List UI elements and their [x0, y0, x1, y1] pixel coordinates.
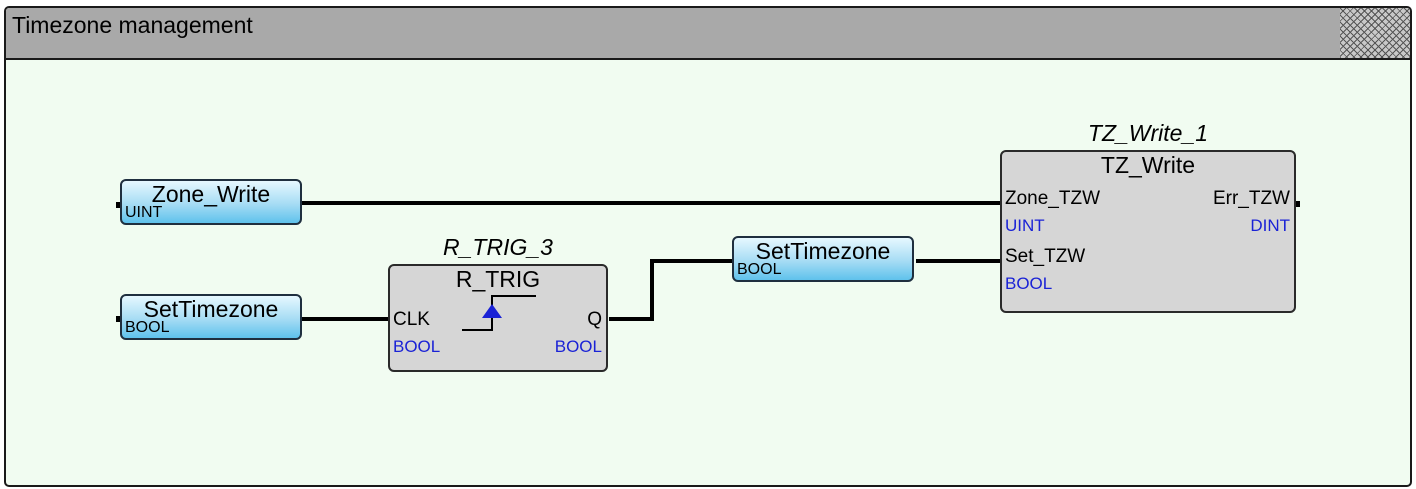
pin-q-type: BOOL — [554, 337, 602, 356]
block-type: R_TRIG — [455, 266, 541, 292]
variable-name: Zone_Write — [151, 181, 271, 207]
pin-q[interactable]: Q — [587, 309, 602, 330]
pin-clk[interactable]: CLK — [393, 309, 430, 330]
pin-stub — [116, 316, 120, 322]
variable-name: SetTimezone — [755, 238, 891, 264]
variable-settimezone-output[interactable]: SetTimezone BOOL — [732, 236, 914, 282]
wire-q-to-settimezone — [609, 259, 734, 321]
tz-write-instance-name: TZ_Write_1 — [1087, 120, 1209, 146]
pin-set-tzw-type: BOOL — [1005, 274, 1053, 293]
pin-err-tzw[interactable]: Err_TZW — [1212, 188, 1290, 209]
variable-zone-write[interactable]: Zone_Write UINT — [120, 179, 302, 225]
function-block-r-trig[interactable]: R_TRIG CLK BOOL Q BOOL — [388, 264, 608, 372]
diagram-frame: Timezone management Zone_Write UINT SetT… — [4, 6, 1412, 487]
block-type: TZ_Write — [1100, 152, 1196, 178]
pin-set-tzw[interactable]: Set_TZW — [1005, 246, 1086, 267]
pin-zone-tzw-type: UINT — [1005, 216, 1045, 235]
pin-clk-type: BOOL — [393, 337, 441, 356]
variable-type: BOOL — [737, 261, 782, 278]
variable-type: BOOL — [125, 319, 170, 336]
r-trig-instance-name: R_TRIG_3 — [443, 234, 553, 260]
pin-zone-tzw[interactable]: Zone_TZW — [1005, 188, 1101, 209]
titlebar-hatch-pattern — [1340, 8, 1410, 58]
rising-edge-icon — [462, 295, 536, 331]
diagram-title: Timezone management — [12, 12, 253, 38]
diagram-titlebar[interactable]: Timezone management — [6, 8, 1410, 60]
pin-err-tzw-type: DINT — [1250, 216, 1290, 235]
pin-stub — [116, 202, 120, 208]
variable-type: UINT — [125, 204, 163, 221]
variable-settimezone-input[interactable]: SetTimezone BOOL — [120, 294, 302, 340]
function-block-tz-write[interactable]: TZ_Write Zone_TZW UINT Set_TZW BOOL Err_… — [1000, 150, 1296, 313]
pin-stub — [1296, 201, 1300, 207]
wire-layer — [302, 201, 1002, 321]
variable-name: SetTimezone — [143, 296, 279, 322]
